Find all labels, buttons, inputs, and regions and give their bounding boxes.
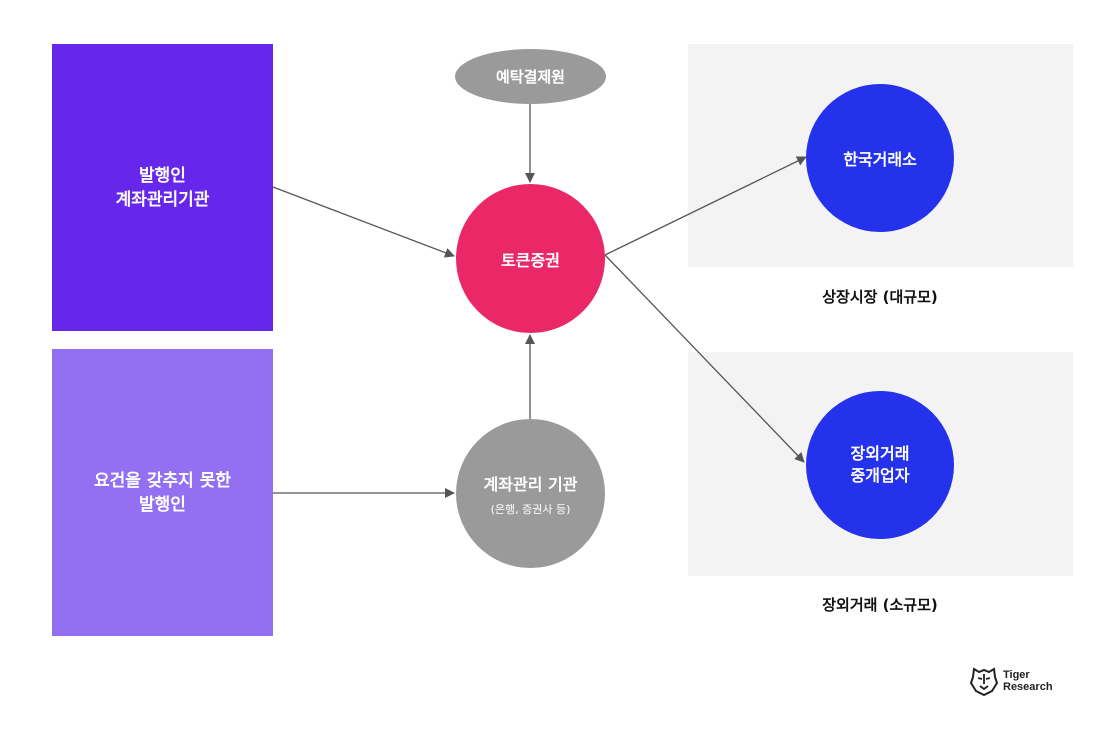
- ksd-label: 예탁결제원: [495, 68, 565, 86]
- logo-line-1: Tiger: [1003, 669, 1030, 681]
- otc-broker-node: 장외거래 중개업자: [806, 391, 954, 539]
- otc-broker-label: 장외거래 중개업자: [850, 444, 910, 485]
- account-manager-subtitle: (은행, 증권사 등): [490, 502, 571, 516]
- krx-node: 한국거래소: [806, 84, 954, 232]
- ksd-node: 예탁결제원: [455, 49, 606, 104]
- listed-market-caption: 상장시장 (대규모): [822, 288, 938, 306]
- account-manager-node: 계좌관리 기관 (은행, 증권사 등): [456, 419, 605, 568]
- arrow-issuer-to-token: [272, 186, 455, 258]
- unqualified-issuer-label: 요건을 갖추지 못한 발행인: [94, 470, 231, 515]
- issuer-account-manager-label: 발행인 계좌관리기관: [115, 165, 210, 210]
- arrow-token-to-otc-broker: [604, 254, 805, 463]
- unqualified-issuer-box: 요건을 갖추지 못한 발행인: [52, 349, 273, 636]
- otc-market-caption: 장외거래 (소규모): [822, 596, 938, 614]
- tiger-head-icon: [969, 667, 999, 697]
- krx-label: 한국거래소: [843, 150, 917, 169]
- issuer-account-manager-box: 발행인 계좌관리기관: [52, 44, 273, 331]
- arrow-token-to-krx: [604, 156, 807, 256]
- tiger-research-logo: Tiger Research: [969, 665, 1053, 697]
- token-securities-node: 토큰증권: [456, 184, 605, 333]
- logo-line-2: Research: [1003, 681, 1053, 693]
- account-manager-title: 계좌관리 기관: [483, 474, 578, 494]
- token-securities-label: 토큰증권: [501, 250, 560, 270]
